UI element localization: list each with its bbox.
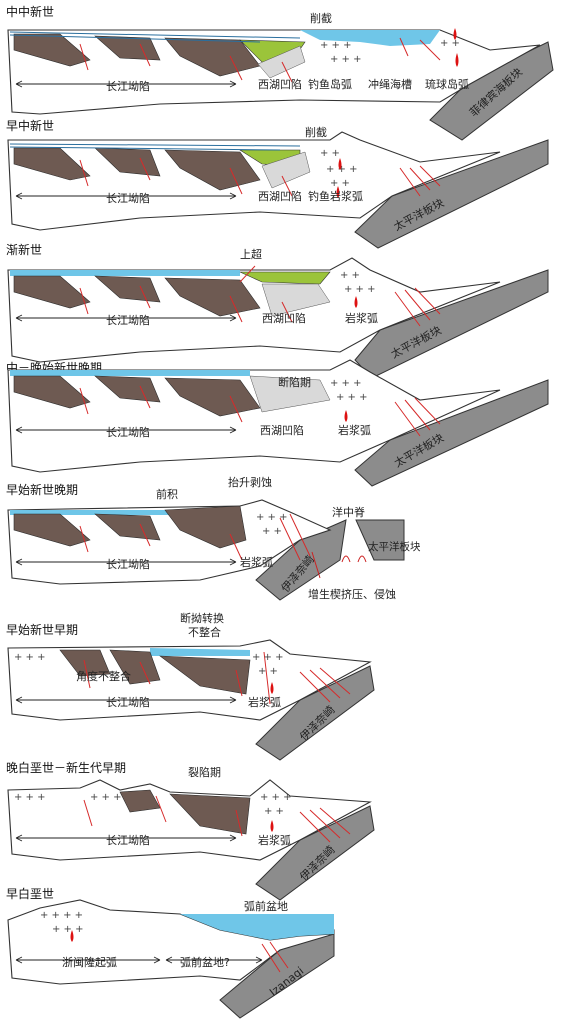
panel-3-title: 渐新世: [6, 242, 42, 257]
annotation-truncation: 削截: [310, 11, 332, 25]
label-zhemin-arc: 浙闽隆起弧: [62, 955, 117, 969]
svg-text:+ + +: + + +: [14, 652, 46, 663]
label-diaoyu-arc: 钓鱼岩浆弧: [308, 189, 363, 203]
annotation-accretion: 增生楔挤压、侵蚀: [308, 587, 396, 601]
annotation-forearc-basin: 弧前盆地: [244, 899, 288, 913]
panel-1: 中中新世 菲律宾海板块 + + + + + + + + 削截 长江坳陷 西湖凹陷…: [6, 4, 554, 141]
svg-text:+ + +: + + +: [326, 164, 358, 175]
label-xihu: 西湖凹陷: [258, 77, 302, 91]
subducting-plate: [219, 929, 335, 1019]
svg-text:+ +: + +: [262, 526, 282, 537]
label-changjiang: 长江坳陷: [106, 833, 150, 847]
label-xihu: 西湖凹陷: [260, 423, 304, 437]
label-changjiang: 长江坳陷: [106, 425, 150, 439]
svg-text:+ +: + +: [264, 806, 284, 817]
subducting-plate: [354, 139, 549, 249]
label-xihu: 西湖凹陷: [258, 189, 302, 203]
label-changjiang: 长江坳陷: [106, 313, 150, 327]
label-changjiang: 长江坳陷: [106, 191, 150, 205]
panel-7-title: 晚白垩世－新生代早期: [6, 760, 126, 775]
svg-text:+ + +: + + +: [252, 652, 284, 663]
annotation-progradation: 前积: [156, 487, 178, 501]
svg-text:+ + + +: + + + +: [40, 910, 83, 921]
annotation-unconformity: 不整合: [188, 625, 221, 639]
trough-water: [300, 30, 440, 46]
subducting-plate-izanagi: [255, 519, 347, 601]
panel-8-title: 早白垩世: [6, 886, 54, 901]
annotation-fault-sag-transition: 断拗转换: [180, 611, 224, 625]
svg-text:+ + +: + + +: [90, 792, 122, 803]
panel-8: 早白垩世 Izanagi + + + + + + + 弧前盆地 浙闽隆起弧 弧前…: [6, 886, 335, 1019]
panel-7: 晚白垩世－新生代早期 伊泽奈崎 + + + + + + + + + + + 裂陷…: [6, 760, 375, 901]
svg-text:+ + +: + + +: [260, 792, 292, 803]
svg-text:+ + +: + + +: [330, 378, 362, 389]
panel-6: 早始新世早期 伊泽奈崎 + + + + + + + + 断拗转换 不整合 角度不…: [6, 611, 375, 761]
panel-6-title: 早始新世早期: [6, 622, 78, 637]
forearc-basin-water: [180, 914, 334, 940]
label-magmatic-arc: 岩浆弧: [338, 423, 371, 437]
label-changjiang: 长江坳陷: [106, 695, 150, 709]
svg-text:+ + +: + + +: [256, 512, 288, 523]
annotation-onlap: 上超: [240, 247, 262, 261]
svg-text:+ + +: + + +: [336, 392, 368, 403]
label-ryukyu-arc: 琉球岛弧: [425, 77, 469, 91]
subducting-plate-pacific: [355, 519, 405, 561]
annotation-mid-ocean-ridge: 洋中脊: [332, 505, 365, 519]
label-magmatic-arc: 岩浆弧: [258, 833, 291, 847]
svg-text:+ + +: + + +: [344, 284, 376, 295]
svg-text:+ + +: + + +: [320, 40, 352, 51]
panel-2-title: 早中新世: [6, 118, 54, 133]
svg-text:+ + +: + + +: [14, 792, 46, 803]
label-magmatic-arc: 岩浆弧: [248, 695, 281, 709]
label-xihu: 西湖凹陷: [262, 311, 306, 325]
panel-5-title: 早始新世晚期: [6, 482, 78, 497]
svg-text:+ +: + +: [320, 148, 340, 159]
svg-text:+ +: + +: [440, 38, 460, 49]
panel-1-title: 中中新世: [6, 4, 54, 19]
label-magmatic-arc: 岩浆弧: [240, 555, 273, 569]
panel-2: 早中新世 太平洋板块 + + + + + + + 削截 长江坳陷 西湖凹陷 钓鱼…: [6, 118, 549, 249]
svg-text:+ + +: + + +: [330, 54, 362, 65]
label-changjiang: 长江坳陷: [106, 557, 150, 571]
panel-4: 中－晚始新世晚期 太平洋板块 + + + + + + 断陷期 长江坳陷 西湖凹陷…: [6, 359, 549, 487]
annotation-truncation: 削截: [305, 125, 327, 139]
annotation-faulting: 断陷期: [278, 375, 311, 389]
annotation-uplift-erosion: 抬升剥蚀: [228, 475, 272, 489]
annotation-rifting: 裂陷期: [188, 765, 221, 779]
svg-text:+ +: + +: [340, 270, 360, 281]
subducting-plate: [354, 379, 549, 487]
svg-text:+ +: + +: [258, 666, 278, 677]
label-changjiang: 长江坳陷: [106, 79, 150, 93]
plate-label-pacific: 太平洋板块: [368, 540, 421, 553]
label-magmatic-arc: 岩浆弧: [345, 311, 378, 325]
panel-5: 早始新世晚期 伊泽奈崎 太平洋板块 + + + + + 前积 抬升剥蚀 洋中脊 …: [6, 475, 421, 601]
label-okinawa-trough: 冲绳海槽: [368, 77, 412, 91]
svg-text:+ + +: + + +: [52, 924, 84, 935]
label-forearc-basin: 弧前盆地?: [180, 955, 230, 969]
label-diaoyu-arc: 钓鱼岛弧: [308, 77, 352, 91]
annotation-angular-unconformity: 角度不整合: [76, 669, 131, 683]
svg-text:+ +: + +: [330, 178, 350, 189]
panel-3: 渐新世 太平洋板块 + + + + + 上超 长江坳陷 西湖凹陷 岩浆弧: [6, 242, 549, 379]
